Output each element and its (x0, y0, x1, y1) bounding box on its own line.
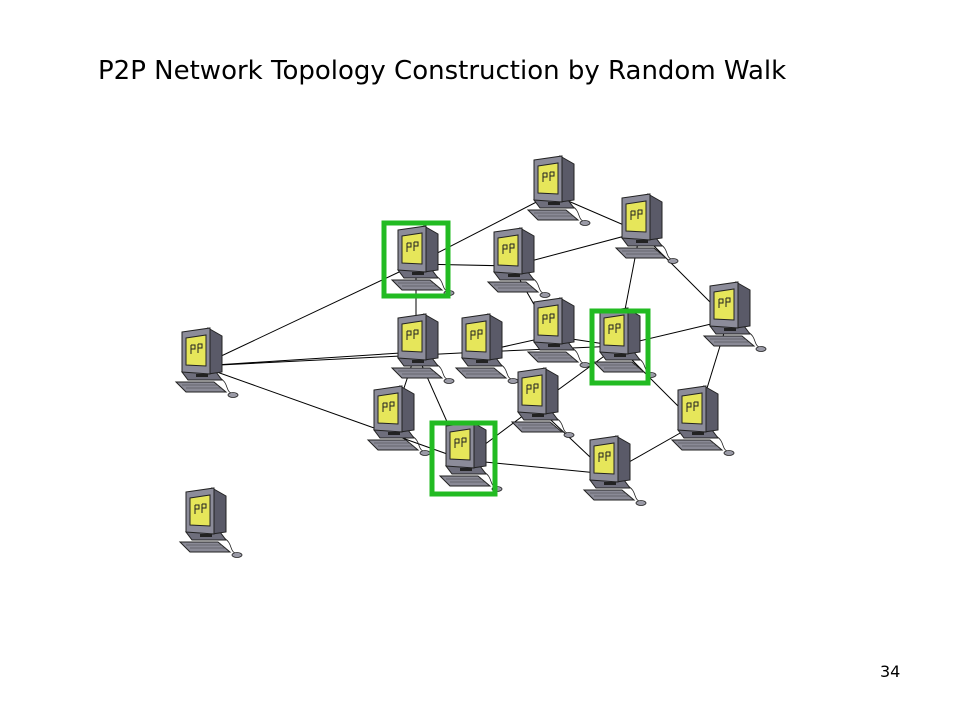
computer-node-icon (179, 487, 243, 558)
edge (415, 193, 553, 265)
highlight-layer (381, 220, 651, 497)
edge (463, 459, 609, 475)
computer-node-icon (511, 367, 575, 438)
computer-node-icon (615, 193, 679, 264)
edge (199, 351, 417, 367)
page-number: 34 (880, 662, 901, 681)
highlight-box (429, 420, 498, 497)
computer-node-icon (175, 327, 239, 398)
node-layer (175, 155, 767, 558)
computer-node-icon (583, 435, 647, 506)
edge (199, 365, 465, 461)
computer-node-icon (391, 225, 455, 296)
computer-node-icon (527, 155, 591, 226)
highlight-box (381, 220, 451, 299)
edge (199, 263, 417, 367)
computer-node-icon (487, 227, 551, 298)
computer-node-icon (391, 313, 455, 384)
computer-node-icon (703, 281, 767, 352)
slide-title: P2P Network Topology Construction by Ran… (98, 56, 787, 86)
computer-node-icon (455, 313, 519, 384)
computer-node-icon (671, 385, 735, 456)
computer-node-icon (527, 297, 591, 368)
highlight-box (589, 308, 651, 386)
